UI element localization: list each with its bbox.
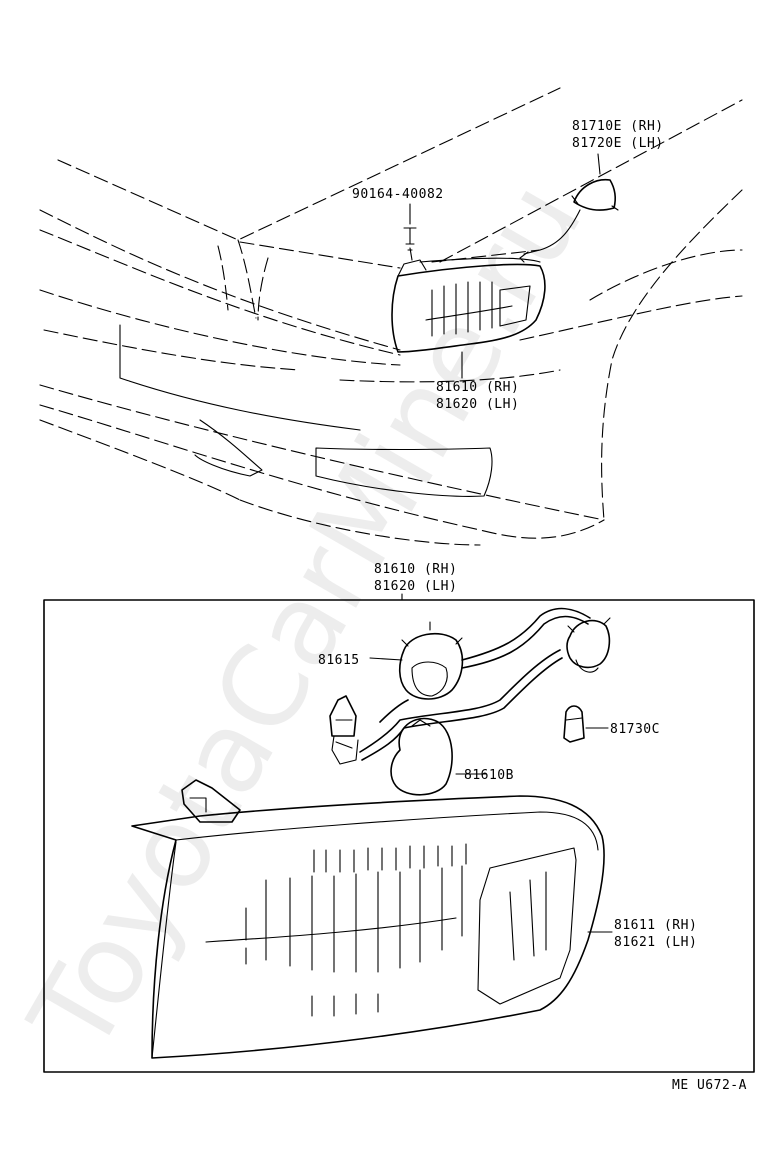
socket-right-part: [566, 617, 611, 673]
bulb-large-label: 81610B: [464, 768, 514, 783]
corner-lamp-in-car: [391, 247, 546, 379]
lens-housing-label-lh: 81621 (LH): [614, 935, 697, 950]
socket-wire-label-rh: 81710E (RH): [572, 119, 664, 134]
lens-housing-part: [131, 779, 613, 1059]
detail-frame: [43, 599, 755, 1073]
lens-housing-label-rh: 81611 (RH): [614, 918, 697, 933]
bulb-small-part: [563, 705, 609, 743]
figure-code: ME U672-A: [672, 1078, 747, 1093]
bulb-small-label: 81730C: [610, 722, 660, 737]
watermark: ToyotaCarMine.ru: [5, 161, 607, 1074]
lamp-assy-label-lh-top: 81620 (LH): [436, 397, 519, 412]
screw-label: 90164-40082: [352, 187, 444, 202]
screw-part: [403, 203, 417, 251]
socket-label: 81615: [318, 653, 360, 668]
plug-part: [329, 695, 359, 765]
socket-part: [369, 621, 464, 700]
bulb-large-part: [390, 717, 487, 796]
socket-wire-part: [519, 153, 619, 263]
wire-harness: [359, 607, 591, 761]
lamp-assy-label-lh-detail: 81620 (LH): [374, 579, 457, 594]
lamp-assy-label-rh-detail: 81610 (RH): [374, 562, 457, 577]
socket-wire-label-lh: 81720E (LH): [572, 136, 664, 151]
lamp-assy-label-rh-top: 81610 (RH): [436, 380, 519, 395]
car-body-outline: [39, 87, 743, 546]
